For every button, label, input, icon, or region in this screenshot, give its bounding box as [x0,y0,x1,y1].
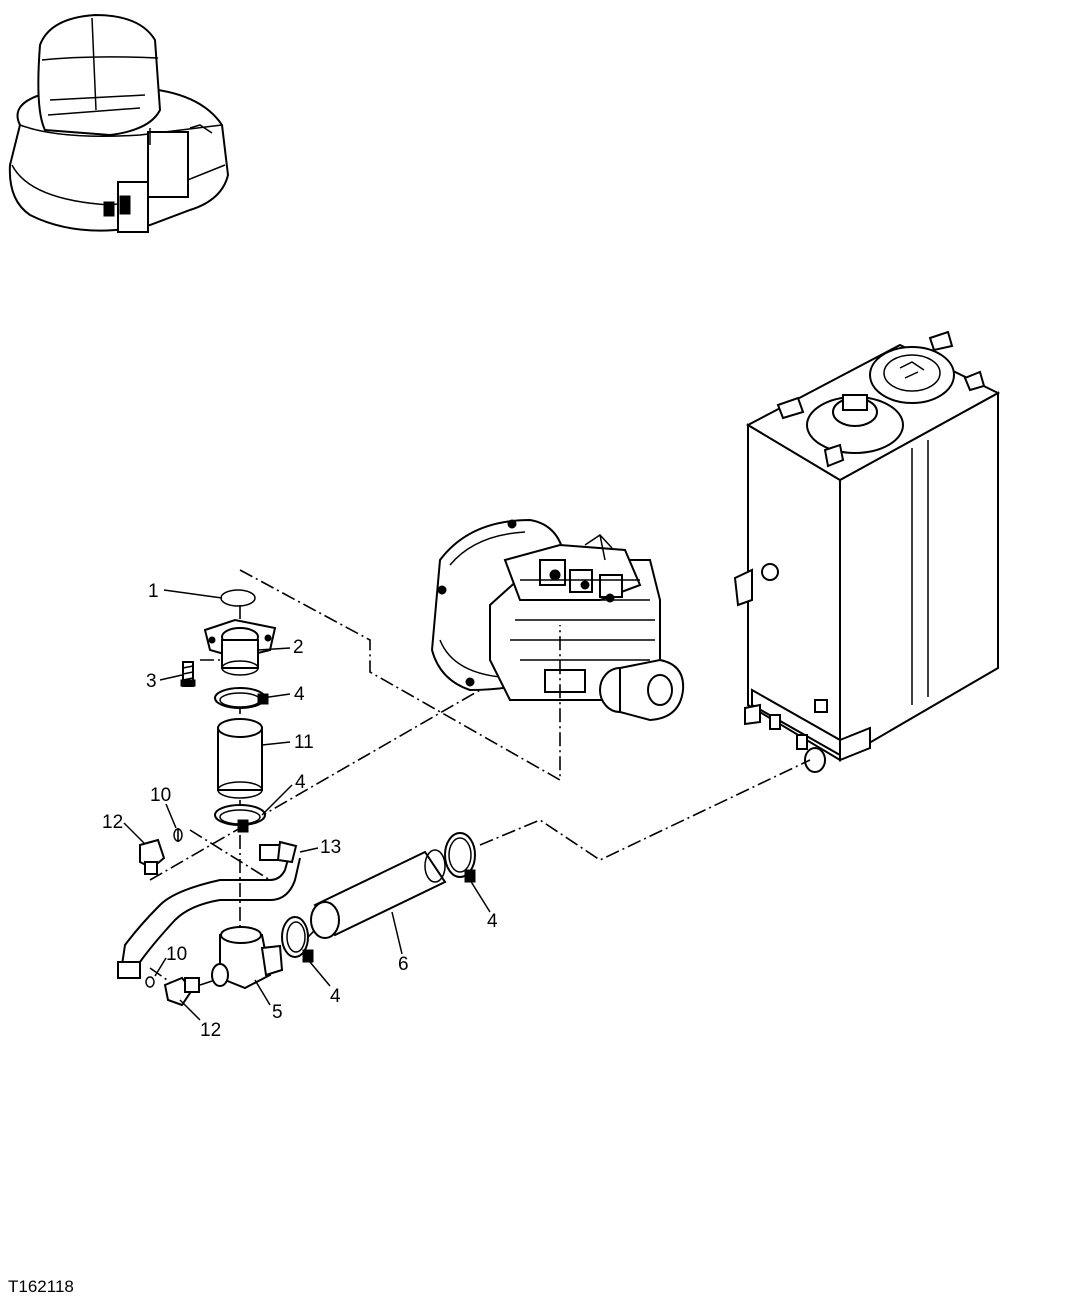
part-bolt-3 [180,661,196,687]
part-tee-fitting-5 [211,926,284,990]
hydraulic-tank-icon [733,330,1001,773]
figure-id: T162118 [8,1277,74,1296]
callout-1: 1 [148,581,159,602]
leader-lines [123,589,491,1021]
part-clamp-4b [214,804,266,833]
callout-11: 11 [294,732,314,753]
part-o-ring-10b [145,976,155,988]
callout-5: 5 [272,1002,283,1023]
excavator-overview-icon [8,13,230,233]
callout-3: 3 [146,671,157,692]
part-elbow-fitting-12b [163,976,200,1007]
callout-labels: 1 2 3 4 11 4 10 12 13 4 6 4 10 12 5 [102,581,498,1041]
part-o-ring-1 [220,589,256,607]
callout-13: 13 [320,837,341,858]
part-clamp-4a [214,687,269,709]
hydraulic-pump-icon [430,518,685,722]
part-o-ring-10a [173,828,183,842]
callout-12b: 12 [200,1020,221,1041]
part-hose-line-13 [117,840,301,979]
part-hose-6 [310,849,447,939]
callout-4b: 4 [295,772,306,793]
part-clamp-4c [281,916,314,963]
part-clamp-4d [444,832,476,883]
part-hose-11 [217,718,263,799]
callout-4a: 4 [294,684,305,705]
callout-6: 6 [398,954,409,975]
callout-10a: 10 [150,785,171,806]
callout-4d: 4 [330,986,341,1007]
callout-2: 2 [293,637,304,658]
part-elbow-fitting-12a [139,838,166,875]
callout-12a: 12 [102,812,123,833]
callout-4c: 4 [487,911,498,932]
callout-10b: 10 [166,944,187,965]
part-flange-2 [203,618,277,676]
